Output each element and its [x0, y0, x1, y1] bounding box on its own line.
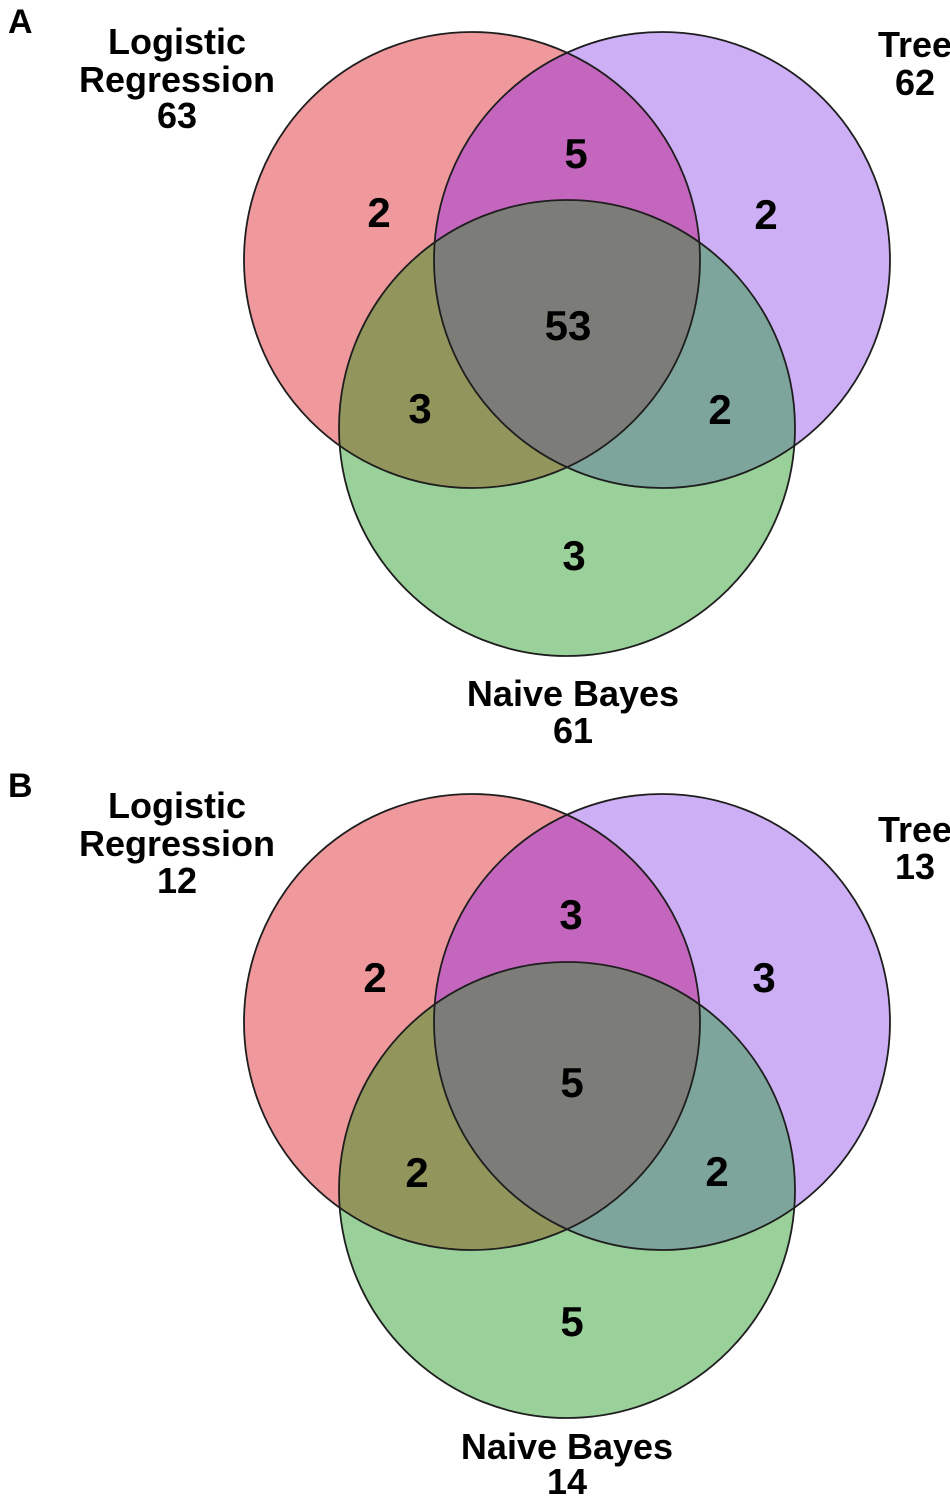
set-label-lr-line1-a: Logistic [108, 21, 246, 62]
set-total-nb-b: 14 [547, 1461, 587, 1497]
region-count-lr-tree-a: 5 [564, 130, 587, 177]
set-label-nb-b: Naive Bayes [461, 1426, 673, 1467]
overlap-center-b [434, 962, 700, 1250]
set-total-lr-a: 63 [157, 95, 197, 136]
region-count-lr-only-b: 2 [363, 954, 386, 1001]
overlap-center-a [434, 200, 700, 488]
region-count-lr-nb-a: 3 [408, 385, 431, 432]
outline-lr-circle-b [243, 793, 701, 1251]
set-total-nb-a: 61 [553, 710, 593, 751]
set-label-tree-b: Tree [878, 809, 950, 850]
region-count-lr-tree-b: 3 [559, 891, 582, 938]
region-count-tree-nb-a: 2 [708, 386, 731, 433]
region-count-lr-only-a: 2 [367, 189, 390, 236]
panel-a: A Logistic Regression 63 Tree 62 Naive B… [8, 3, 950, 751]
region-count-tree-nb-b: 2 [705, 1148, 728, 1195]
set-label-nb-a: Naive Bayes [467, 673, 679, 714]
region-count-nb-only-a: 3 [562, 532, 585, 579]
set-label-lr-line2-a: Regression [79, 59, 275, 100]
region-count-tree-only-a: 2 [754, 191, 777, 238]
set-label-lr-line2-b: Regression [79, 823, 275, 864]
outline-tree-circle-a [433, 31, 891, 489]
region-count-all-a: 53 [545, 302, 592, 349]
outline-tree-circle-b [433, 793, 891, 1251]
outline-lr-circle-a [243, 31, 701, 489]
region-count-all-b: 5 [560, 1059, 583, 1106]
panel-letter-b: B [8, 767, 33, 805]
set-total-tree-b: 13 [895, 846, 935, 887]
panel-b: B Logistic Regression 12 Tree 13 Naive B… [8, 767, 950, 1502]
set-label-lr-line1-b: Logistic [108, 785, 246, 826]
outline-nb-circle-b [338, 961, 796, 1419]
panel-letter-a: A [8, 3, 33, 41]
outline-nb-circle-a [338, 199, 796, 657]
set-label-tree-a: Tree [878, 24, 950, 65]
region-count-nb-only-b: 5 [560, 1298, 583, 1345]
region-count-tree-only-b: 3 [752, 954, 775, 1001]
set-total-lr-b: 12 [157, 860, 197, 901]
region-count-lr-nb-b: 2 [405, 1149, 428, 1196]
set-total-tree-a: 62 [895, 62, 935, 103]
